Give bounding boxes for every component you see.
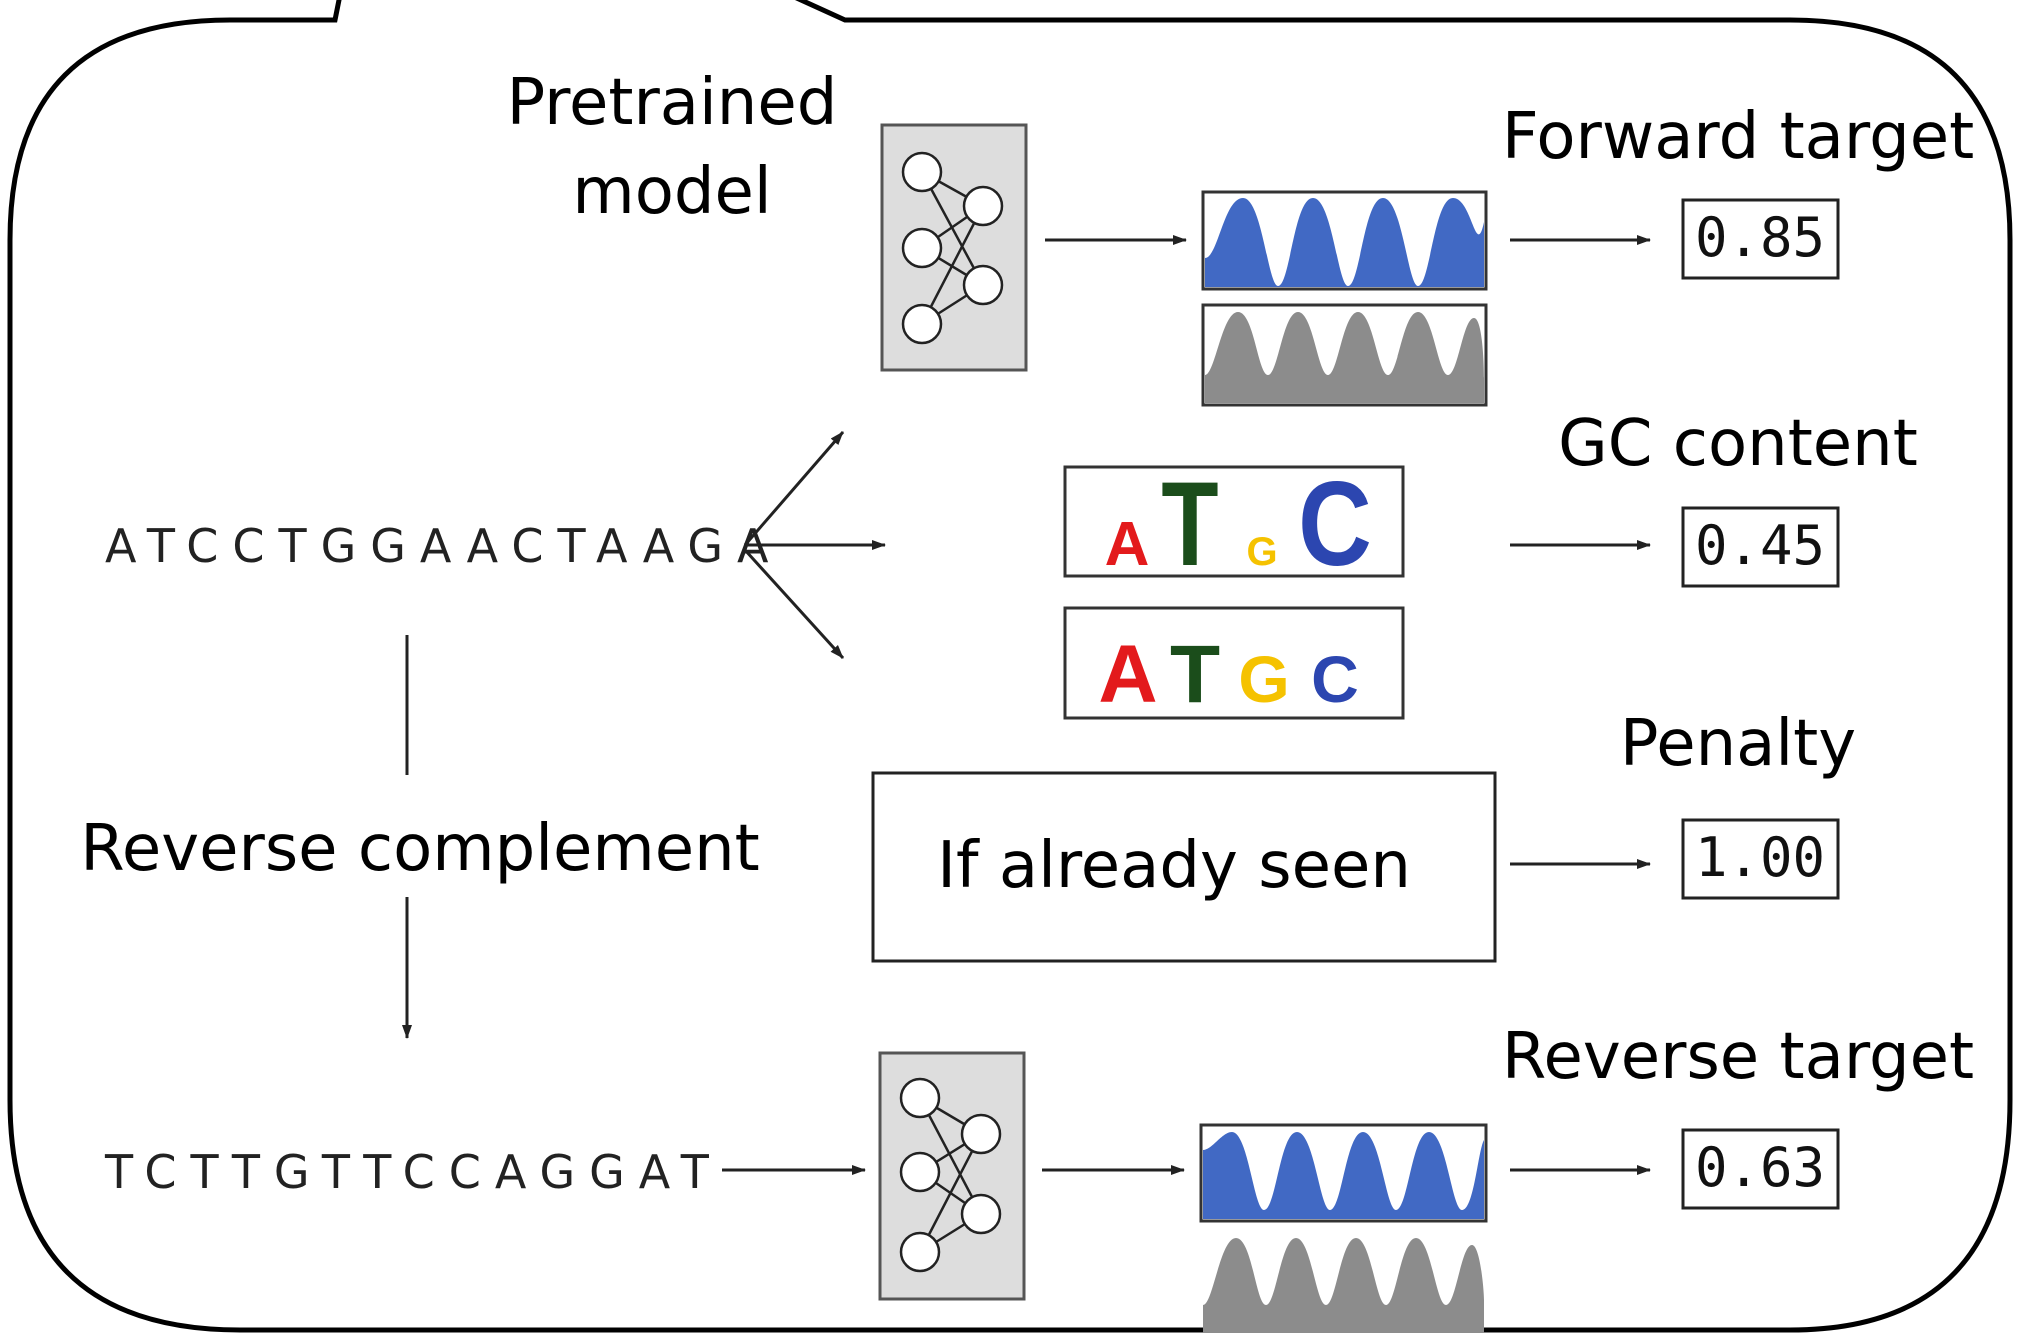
signal-track-icon [1205, 312, 1484, 403]
gc-content-label: GC content [1558, 407, 1918, 481]
arrow-sequence-to-model [743, 431, 845, 546]
pretrained-model-label-line1: Pretrained [507, 66, 838, 140]
forward-model-box [880, 123, 1028, 372]
logo-top-letter-c: C [1298, 456, 1372, 591]
arrow-sequence-to-seen-check [743, 548, 845, 660]
reverse-target-value-box: 0.63 [1681, 1128, 1840, 1210]
neural-network-icon [901, 151, 1004, 345]
signal-track-icon [1203, 1238, 1484, 1333]
penalty-value: 1.00 [1695, 826, 1825, 889]
forward-signal-track-gray [1201, 303, 1488, 407]
pretrained-model-label-line2: model [572, 155, 771, 229]
if-already-seen-text: If already seen [937, 829, 1411, 903]
reverse-signal-track-blue [1199, 1123, 1488, 1223]
gc-content-value: 0.45 [1695, 514, 1825, 577]
logo-top-letter-t: T [1161, 457, 1218, 591]
logo-bottom-letter-c: C [1311, 642, 1359, 716]
reverse-model-box [878, 1051, 1026, 1301]
if-already-seen-box: If already seen [871, 771, 1497, 963]
reverse-signal-track-gray [1203, 1238, 1484, 1333]
forward-target-value-box: 0.85 [1681, 198, 1840, 280]
forward-sequence: ATCCTGGAACTAAGA [105, 519, 783, 573]
reverse-sequence: TCTTGTTCCAGGAT [104, 1145, 723, 1199]
gc-content-value-box: 0.45 [1681, 506, 1840, 588]
penalty-value-box: 1.00 [1681, 818, 1840, 900]
forward-target-label: Forward target [1502, 100, 1974, 174]
signal-track-icon [1203, 1132, 1484, 1219]
forward-signal-track-blue [1201, 190, 1488, 291]
signal-track-icon [1205, 198, 1484, 287]
forward-target-value: 0.85 [1695, 206, 1825, 269]
logo-top-letter-a: A [1105, 510, 1150, 579]
logo-bottom-letter-g: G [1238, 642, 1289, 716]
neural-network-icon [899, 1077, 1002, 1273]
reverse-target-value: 0.63 [1695, 1136, 1825, 1199]
sequence-logo-top: A T G C [1063, 456, 1405, 591]
reverse-complement-label: Reverse complement [80, 812, 759, 886]
reverse-target-label: Reverse target [1502, 1020, 1974, 1094]
logo-bottom-letter-a: A [1098, 629, 1157, 720]
logo-top-letter-g: G [1246, 530, 1277, 574]
sequence-logo-bottom: A T G C [1063, 606, 1405, 720]
speech-bubble-frame [7, 0, 2013, 1333]
penalty-label: Penalty [1620, 707, 1856, 781]
logo-bottom-letter-t: T [1170, 629, 1220, 720]
